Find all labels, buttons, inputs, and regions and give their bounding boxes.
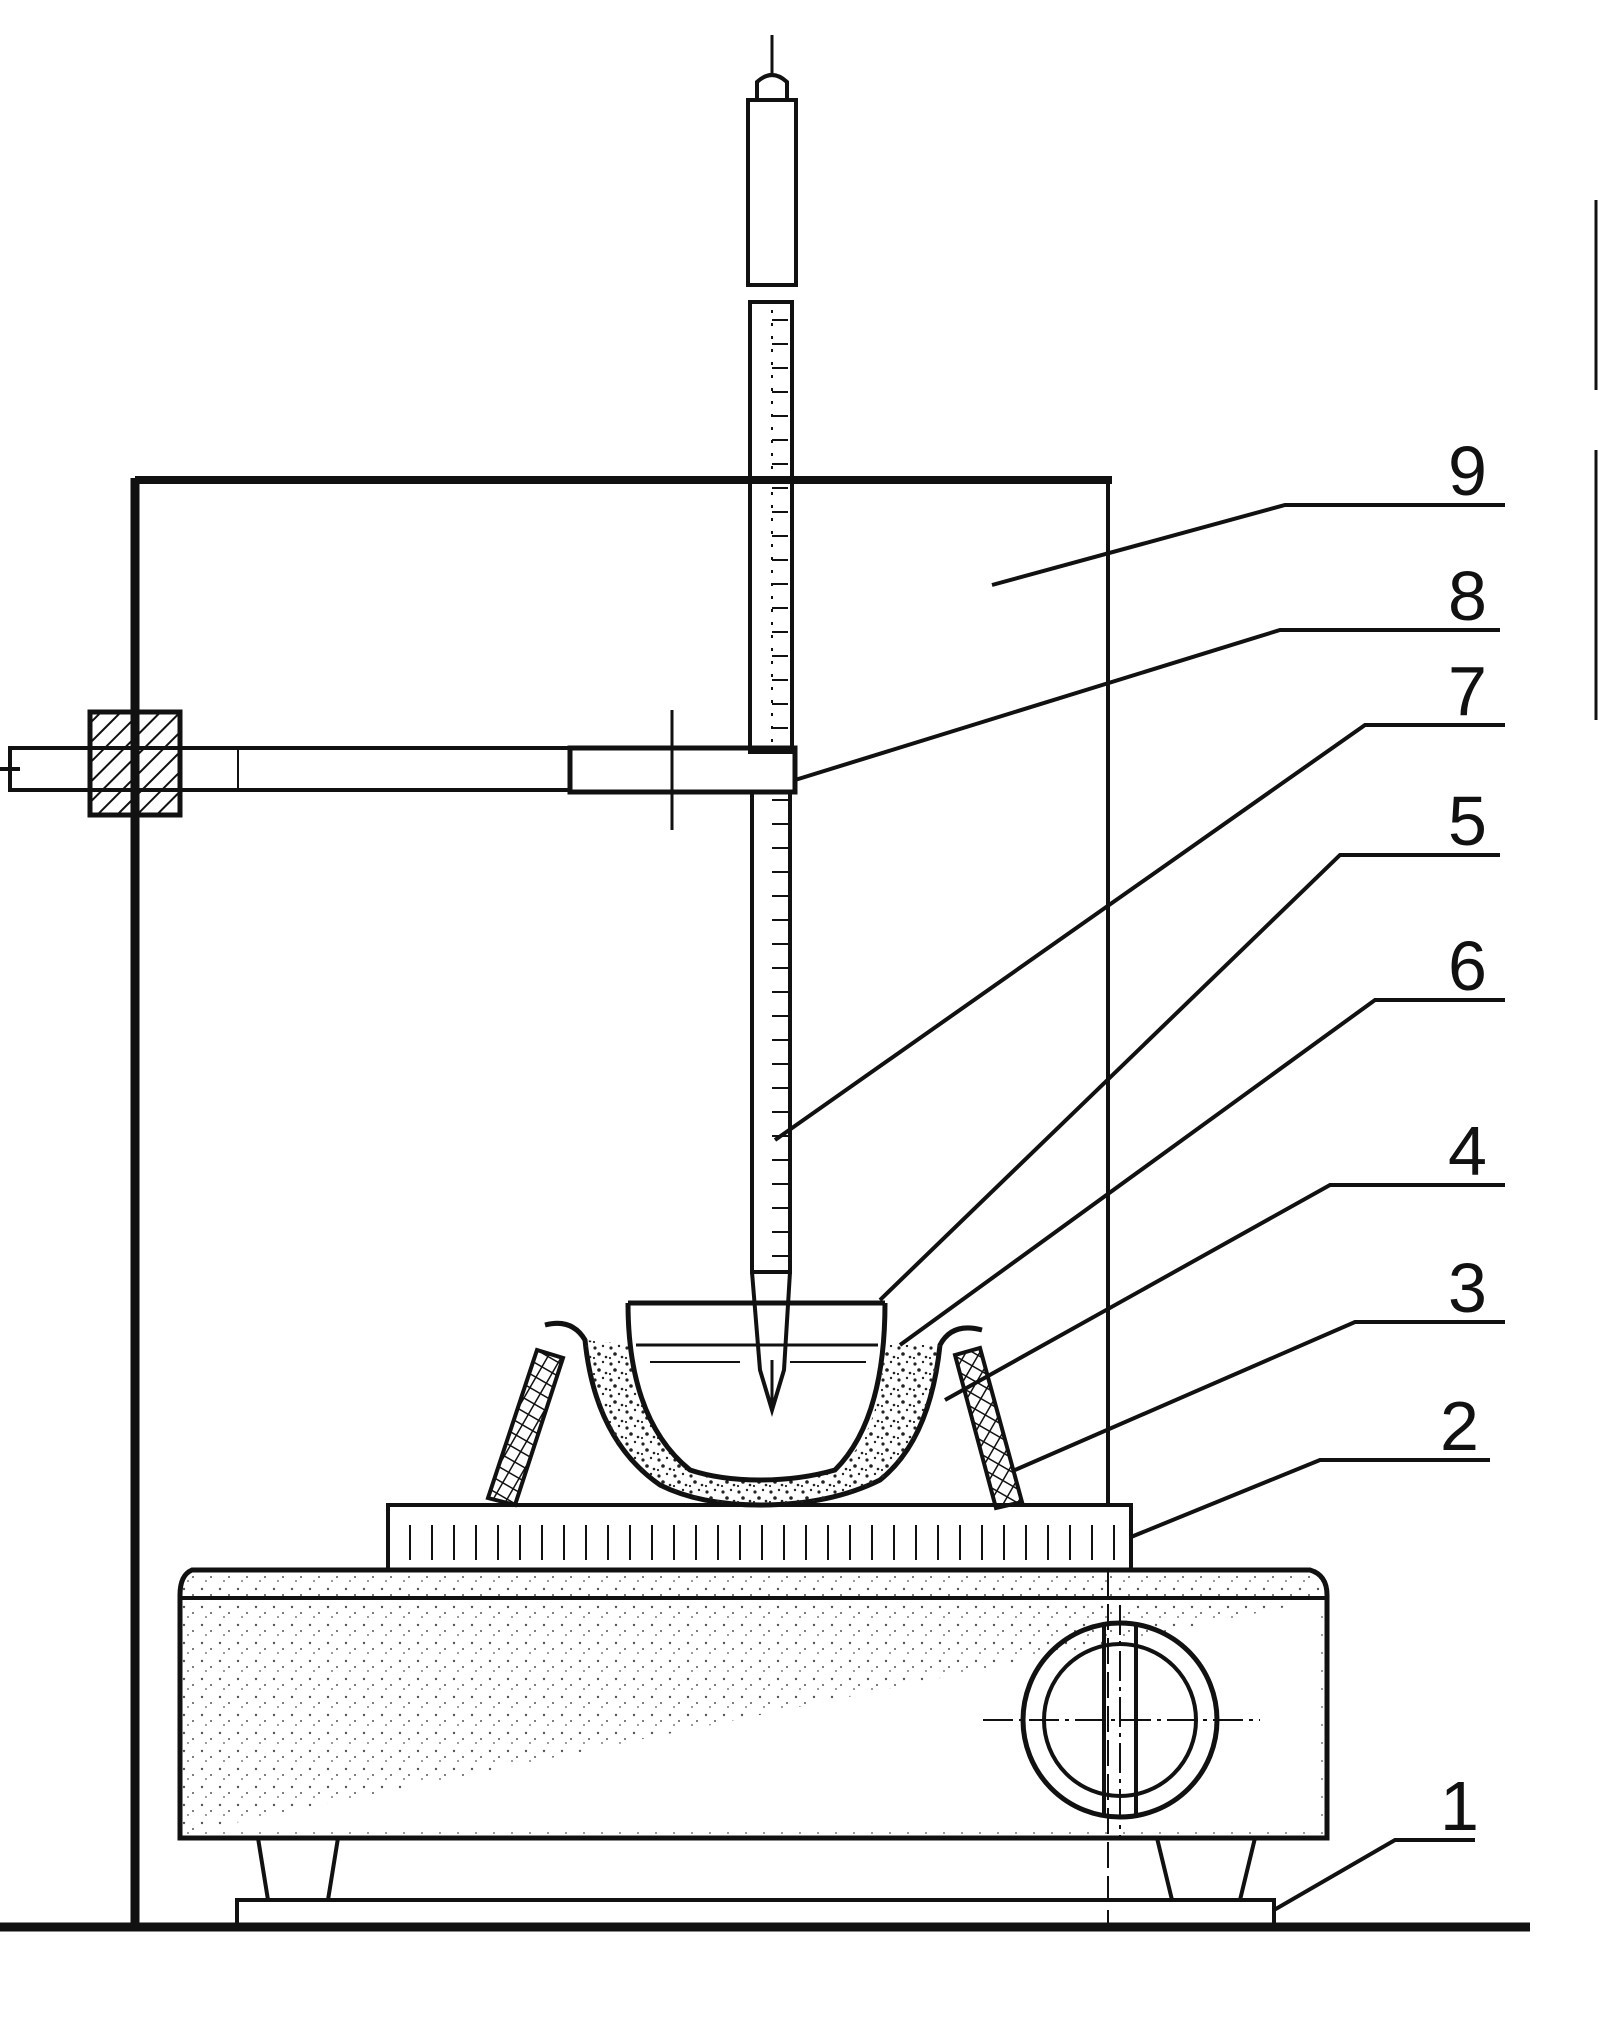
callout-6: 6 xyxy=(1448,927,1487,1005)
hot-plate-heater xyxy=(177,1567,1330,1841)
callout-7: 7 xyxy=(1448,652,1487,730)
callout-8: 8 xyxy=(1448,557,1487,635)
callout-labels: 9 8 7 5 6 4 3 2 1 xyxy=(1440,432,1487,1845)
leader-2 xyxy=(1130,1458,1490,1539)
base-plate xyxy=(235,1898,1276,1928)
heater-foot-left xyxy=(255,1836,341,1902)
leader-4 xyxy=(944,1183,1505,1402)
heating-plate xyxy=(386,1503,1133,1572)
ring-support-left xyxy=(485,1347,566,1508)
clamp-boss-head xyxy=(87,709,183,818)
thermometer xyxy=(746,35,798,1417)
ring-support-right xyxy=(952,1345,1025,1511)
clamp-rod xyxy=(0,709,572,818)
leader-1 xyxy=(1272,1838,1475,1912)
heater-control-knob xyxy=(983,1605,1260,1840)
thermometer-clamp xyxy=(567,710,798,830)
callout-1: 1 xyxy=(1440,1767,1479,1845)
callout-9: 9 xyxy=(1448,432,1487,510)
leader-8 xyxy=(794,628,1500,782)
sand-bath-bowl xyxy=(544,1320,983,1508)
leader-7 xyxy=(773,723,1505,1142)
heater-foot-right xyxy=(1154,1836,1258,1902)
leader-lines xyxy=(773,503,1505,1912)
leader-3 xyxy=(1014,1320,1505,1472)
callout-3: 3 xyxy=(1448,1249,1487,1327)
callout-4: 4 xyxy=(1448,1112,1487,1190)
leader-9 xyxy=(991,503,1505,587)
leader-5 xyxy=(878,853,1500,1302)
callout-5: 5 xyxy=(1448,782,1487,860)
leader-6 xyxy=(898,998,1505,1347)
callout-2: 2 xyxy=(1440,1387,1479,1465)
